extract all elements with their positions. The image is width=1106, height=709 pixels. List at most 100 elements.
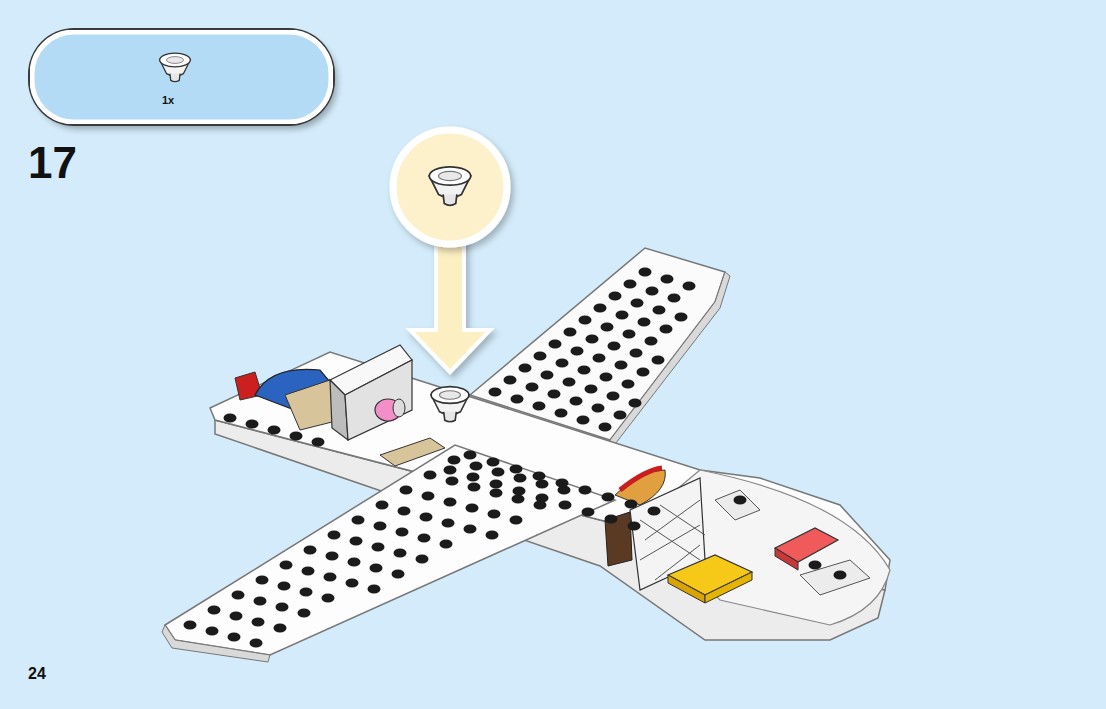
- stud: [246, 420, 259, 429]
- lower-wing-edge: [162, 625, 270, 662]
- stud: [534, 352, 547, 361]
- stud: [630, 349, 643, 358]
- stud: [582, 508, 595, 517]
- stud: [444, 498, 457, 507]
- stud: [623, 330, 636, 339]
- stud: [533, 402, 546, 411]
- stud: [600, 373, 613, 382]
- stud: [206, 627, 219, 636]
- stud: [394, 549, 407, 558]
- stud: [376, 501, 389, 510]
- stud: [290, 432, 303, 441]
- stud: [555, 409, 568, 418]
- stud: [448, 456, 461, 465]
- stud: [268, 426, 281, 435]
- stud: [541, 371, 554, 380]
- stud: [422, 492, 435, 501]
- stud: [570, 397, 583, 406]
- stud: [326, 552, 339, 561]
- stud: [594, 304, 607, 313]
- stud: [526, 383, 539, 392]
- assembly-arrow: [410, 235, 490, 372]
- stud: [624, 280, 637, 289]
- stud: [571, 347, 584, 356]
- stud: [607, 392, 620, 401]
- brown-brick: [605, 512, 632, 566]
- stud: [548, 390, 561, 399]
- stud: [628, 522, 641, 531]
- stud: [661, 275, 674, 284]
- stud: [254, 597, 267, 606]
- stud: [250, 639, 263, 648]
- grey-box-front: [345, 360, 412, 440]
- stud: [536, 480, 549, 489]
- stud: [609, 292, 622, 301]
- stud: [372, 543, 385, 552]
- stud: [368, 585, 381, 594]
- stud: [601, 323, 614, 332]
- stud: [184, 621, 197, 630]
- stud: [625, 500, 638, 509]
- stud: [228, 633, 241, 642]
- step-number: 17: [28, 138, 77, 188]
- stud: [592, 404, 605, 413]
- page-number: 24: [28, 665, 46, 683]
- stud: [420, 513, 433, 522]
- stud: [556, 479, 569, 488]
- stud: [586, 335, 599, 344]
- stud: [492, 468, 505, 477]
- stud: [615, 361, 628, 370]
- stud: [490, 489, 503, 498]
- stud: [468, 483, 481, 492]
- stud: [348, 558, 361, 567]
- stud: [631, 299, 644, 308]
- stud: [549, 340, 562, 349]
- stud: [510, 516, 523, 525]
- upper-wing-edge: [610, 272, 730, 448]
- stud: [668, 294, 681, 303]
- stud: [599, 423, 612, 432]
- stud: [605, 515, 618, 524]
- stud: [533, 472, 546, 481]
- stud: [230, 612, 243, 621]
- stud: [398, 507, 411, 516]
- stud: [300, 588, 313, 597]
- stud: [653, 306, 666, 315]
- stud: [370, 564, 383, 573]
- stud: [274, 624, 287, 633]
- stud: [302, 567, 315, 576]
- callout-circle: [393, 130, 507, 244]
- stud: [675, 313, 688, 322]
- stud: [256, 576, 269, 585]
- stud: [536, 494, 549, 503]
- stud: [639, 268, 652, 277]
- stud: [304, 546, 317, 555]
- stud: [593, 354, 606, 363]
- stud: [322, 594, 335, 603]
- stud: [346, 579, 359, 588]
- stud: [563, 378, 576, 387]
- stud: [511, 395, 524, 404]
- stud: [577, 416, 590, 425]
- stud: [648, 507, 661, 516]
- stud: [418, 534, 431, 543]
- stud: [276, 603, 289, 612]
- dish-piece: [429, 167, 470, 206]
- stud: [446, 477, 459, 486]
- stud: [622, 380, 635, 389]
- stud: [513, 487, 526, 496]
- stud: [564, 328, 577, 337]
- stud: [440, 540, 453, 549]
- stud: [514, 474, 527, 483]
- stud: [834, 571, 847, 580]
- stud: [464, 525, 477, 534]
- stud: [638, 318, 651, 327]
- stud: [652, 356, 665, 365]
- stud: [392, 570, 405, 579]
- stud: [416, 555, 429, 564]
- stud: [559, 501, 572, 510]
- stud: [556, 359, 569, 368]
- stud: [352, 516, 365, 525]
- stud: [396, 528, 409, 537]
- stud: [280, 561, 293, 570]
